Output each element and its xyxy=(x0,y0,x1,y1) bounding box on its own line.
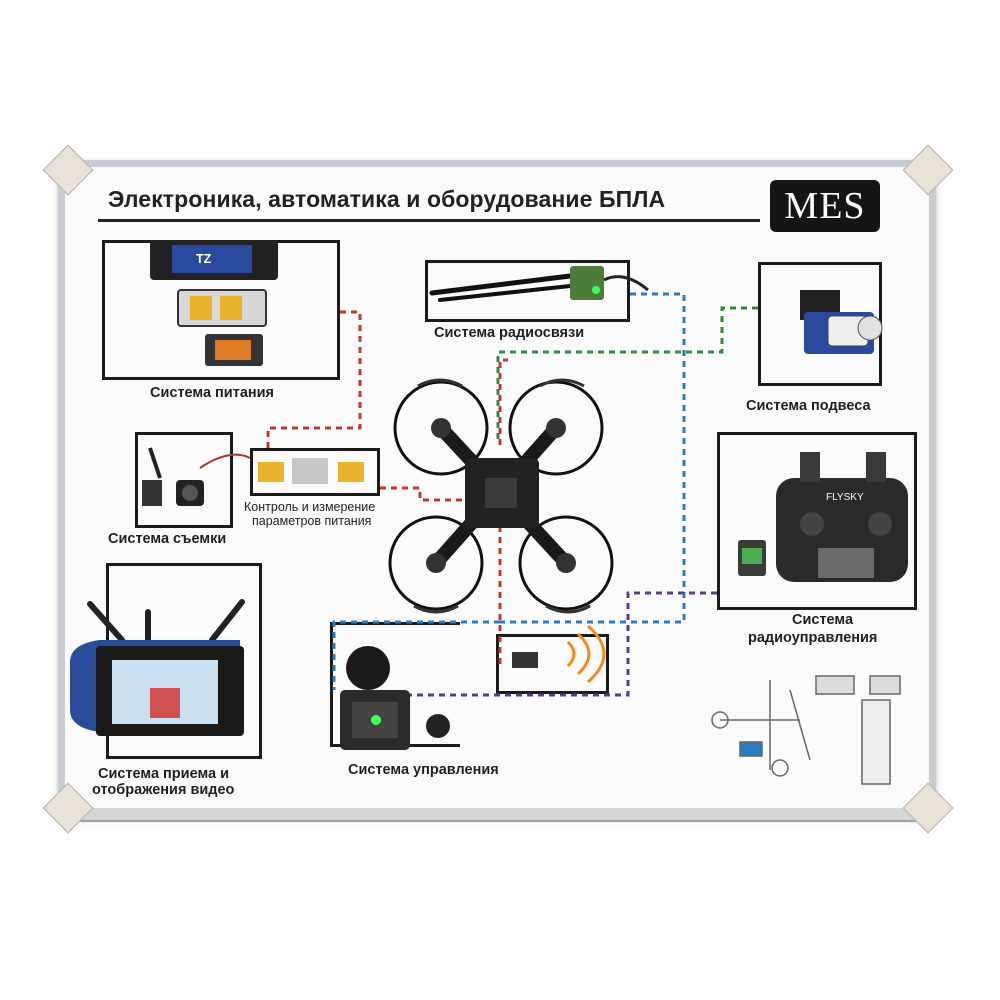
rc-transmitter xyxy=(738,452,908,582)
battery-stack xyxy=(150,240,278,366)
power-monitor-label-line1: Контроль и измерение xyxy=(244,500,376,514)
transmitter-brand-label: FLYSKY xyxy=(826,492,864,503)
video-monitor xyxy=(70,599,245,736)
rc-frame xyxy=(717,432,917,610)
gimbal-label: Система подвеса xyxy=(746,398,871,414)
radio-link-frame xyxy=(425,260,630,322)
esc-module xyxy=(512,624,606,684)
radio-link-label: Система радиосвязи xyxy=(434,325,585,341)
video-rx-label-line2: отображения видео xyxy=(92,782,235,798)
rc-label-line2: радиоуправления xyxy=(748,630,878,646)
gimbal-wires xyxy=(496,306,758,444)
control-label: Система управления xyxy=(348,762,499,778)
drone-frame xyxy=(388,378,614,614)
power-monitor-label-line2: параметров питания xyxy=(252,514,372,528)
esc-frame xyxy=(496,634,609,694)
wiring-schematic xyxy=(711,675,901,785)
power-wires xyxy=(266,310,508,665)
board-title: Электроника, автоматика и оборудование Б… xyxy=(108,186,666,212)
video-rx-label-line1: Система приема и xyxy=(98,766,229,782)
telemetry-wires xyxy=(332,292,686,690)
flight-controller xyxy=(340,646,450,750)
rc-label-line1: Система xyxy=(792,612,854,628)
radio-module xyxy=(429,266,649,302)
power-monitor-frame xyxy=(250,448,380,496)
marker-tray xyxy=(60,808,934,822)
camera-label: Система съемки xyxy=(108,531,227,547)
camera-frame xyxy=(135,432,233,528)
battery-brand-label: TZ xyxy=(196,252,212,266)
title-underline xyxy=(98,219,760,222)
rc-wires xyxy=(392,591,717,706)
power-monitor-device xyxy=(258,458,364,484)
gimbal-device xyxy=(800,290,883,354)
mes-logo: MES xyxy=(770,180,880,232)
power-system-label: Система питания xyxy=(150,385,275,401)
camera-device xyxy=(142,447,251,506)
